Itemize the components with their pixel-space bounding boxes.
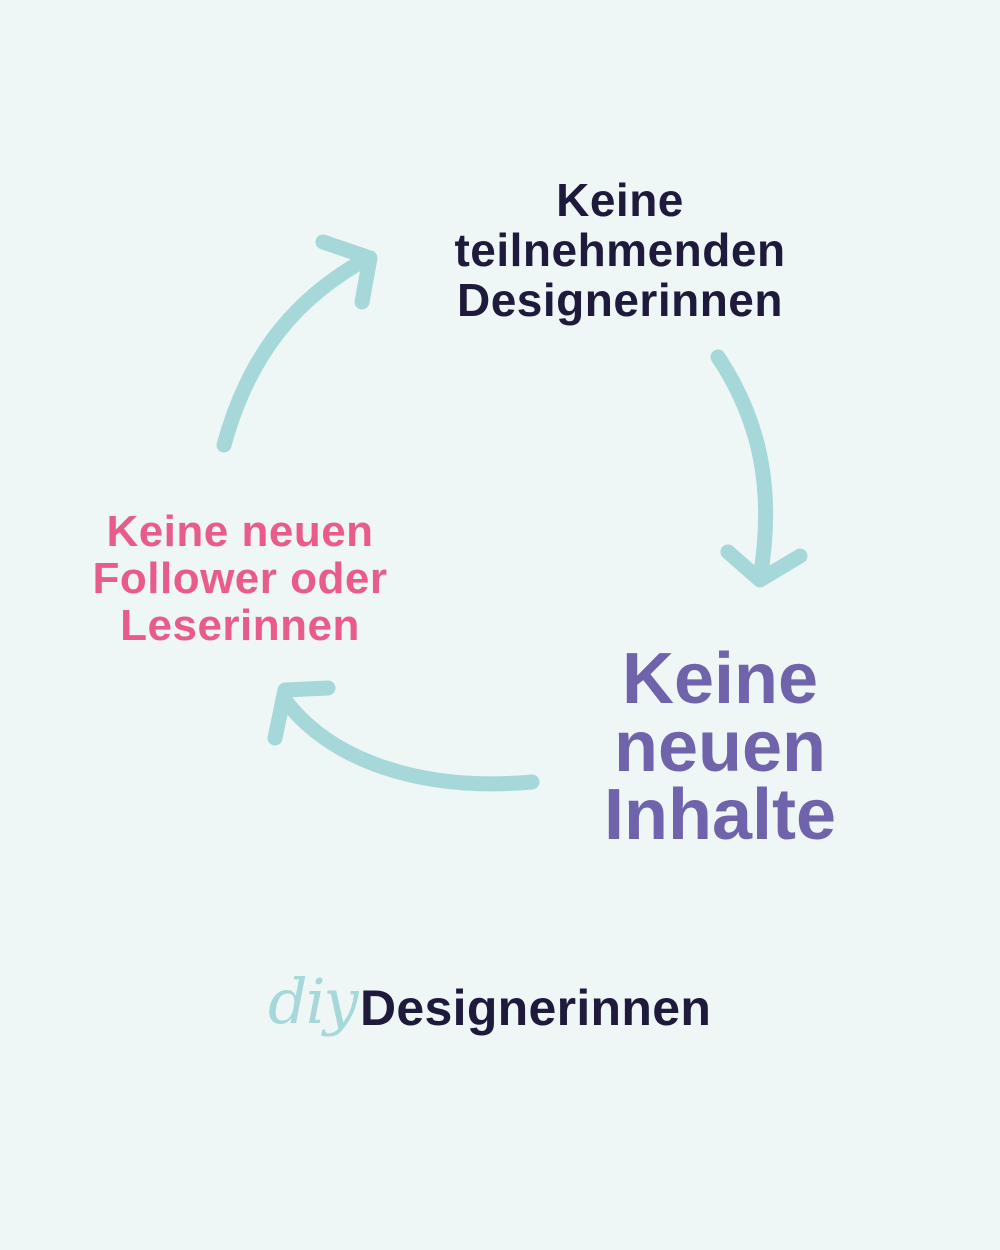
node-line: neuen <box>613 707 827 787</box>
logo-prefix: diy <box>268 965 359 1038</box>
node-no-new-content: Keine neuen Inhalte <box>540 639 900 855</box>
logo-name: Designerinnen <box>360 980 712 1036</box>
node-line: Keine <box>556 174 684 226</box>
node-line: Keine <box>621 639 819 719</box>
node-line: Inhalte <box>603 775 837 855</box>
node-line: Follower oder <box>92 554 388 603</box>
arrow-top-to-right <box>710 349 774 586</box>
node-line: Designerinnen <box>456 274 783 326</box>
arrow-right-to-left <box>277 692 540 792</box>
node-no-new-followers: Keine neuen Follower oder Leserinnen <box>20 508 460 649</box>
arrow-left-to-top <box>216 250 376 453</box>
node-line: Keine neuen <box>106 507 374 556</box>
arrowhead-left-to-top <box>315 234 378 310</box>
node-line: Leserinnen <box>120 601 360 650</box>
brand-logo: diy Designerinnen <box>268 965 748 1065</box>
arrowhead-right-to-left <box>267 680 336 746</box>
node-line: teilnehmenden <box>454 224 786 276</box>
node-no-participating-designers: Keine teilnehmenden Designerinnen <box>380 175 860 325</box>
arrowhead-top-to-right <box>720 544 808 588</box>
